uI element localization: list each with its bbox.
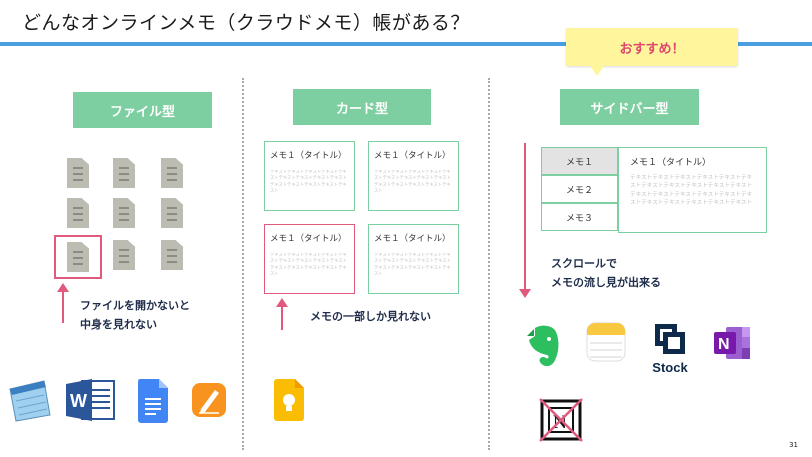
file-type-label: ファイル型 bbox=[73, 92, 212, 128]
card-arrow-up bbox=[276, 298, 288, 330]
stock-logo-mark bbox=[655, 324, 685, 354]
pages-icon bbox=[192, 383, 226, 417]
file-note: ファイルを開かないと 中身を見れない bbox=[80, 296, 190, 334]
word-icon: W bbox=[66, 379, 115, 421]
onenote-icon: N bbox=[714, 327, 750, 359]
memo-card-body: テキストテキストテキストテキストテキストテキストテキストテキストテキストテキスト… bbox=[270, 253, 347, 278]
page-number: 31 bbox=[789, 441, 798, 449]
apple-notes-icon bbox=[586, 322, 626, 362]
memo-card-body: テキストテキストテキストテキストテキストテキストテキストテキストテキストテキスト… bbox=[374, 170, 451, 195]
sidebar-note-line-2: メモの流し見が出来る bbox=[551, 276, 661, 289]
memo-card-body: テキストテキストテキストテキストテキストテキストテキストテキストテキストテキスト… bbox=[374, 253, 451, 278]
column-divider-2 bbox=[488, 78, 490, 450]
memo-card-title: メモ１（タイトル） bbox=[374, 234, 451, 244]
memo-card: メモ１（タイトル） テキストテキストテキストテキストテキストテキストテキストテキ… bbox=[368, 224, 459, 294]
memo-card-title: メモ１（タイトル） bbox=[270, 151, 347, 161]
memo-card-title: メモ１（タイトル） bbox=[270, 234, 347, 244]
card-note: メモの一部しか見れない bbox=[310, 310, 431, 323]
file-icon bbox=[67, 158, 89, 188]
google-docs-icon bbox=[138, 379, 168, 423]
file-arrow-up bbox=[57, 283, 69, 323]
sidebar-note: スクロールで メモの流し見が出来る bbox=[551, 254, 661, 292]
sidebar-pane-body: テキストテキストテキストテキストテキストテキストテキストテキストテキストテキスト… bbox=[630, 175, 753, 207]
sidebar-scroll-arrow-down bbox=[519, 143, 531, 298]
card-type-label: カード型 bbox=[293, 89, 431, 125]
file-icon bbox=[161, 158, 183, 188]
sidebar-pane-title: メモ１（タイトル） bbox=[630, 158, 712, 168]
memo-card: メモ１（タイトル） テキストテキストテキストテキストテキストテキストテキストテキ… bbox=[264, 141, 355, 211]
stock-icon: Stock bbox=[647, 323, 693, 375]
stock-label: Stock bbox=[652, 360, 688, 375]
title-underline bbox=[0, 42, 812, 46]
notepad-icon bbox=[9, 380, 51, 422]
file-note-line-2: 中身を見れない bbox=[80, 318, 157, 331]
memo-card-title: メモ１（タイトル） bbox=[374, 151, 451, 161]
svg-text:W: W bbox=[70, 391, 87, 411]
recommend-callout: おすすめ！ bbox=[566, 28, 738, 66]
file-icon bbox=[113, 158, 135, 188]
memo-card-body: テキストテキストテキストテキストテキストテキストテキストテキストテキストテキスト… bbox=[270, 170, 347, 195]
file-icon bbox=[67, 242, 89, 272]
sidebar-type-label: サイドバー型 bbox=[560, 89, 699, 125]
evernote-icon bbox=[527, 325, 559, 367]
memo-card-highlighted: メモ１（タイトル） テキストテキストテキストテキストテキストテキストテキストテキ… bbox=[264, 224, 355, 294]
sidebar-note-line-1: スクロールで bbox=[551, 257, 617, 270]
slide-title: どんなオンラインメモ（クラウドメモ）帳がある？ bbox=[22, 12, 470, 34]
file-highlight-box bbox=[54, 235, 102, 279]
memo-card: メモ１（タイトル） テキストテキストテキストテキストテキストテキストテキストテキ… bbox=[368, 141, 459, 211]
google-keep-icon bbox=[274, 379, 304, 421]
file-note-line-1: ファイルを開かないと bbox=[80, 299, 190, 312]
sidebar-memo-pane: メモ１（タイトル） テキストテキストテキストテキストテキストテキストテキストテキ… bbox=[618, 147, 767, 233]
file-icon bbox=[67, 198, 89, 228]
notion-crossed-icon: N bbox=[539, 398, 583, 442]
file-icon bbox=[113, 198, 135, 228]
file-icon bbox=[161, 240, 183, 270]
sidebar-memo-item: メモ２ bbox=[541, 175, 618, 203]
svg-text:N: N bbox=[718, 336, 730, 353]
sidebar-memo-item: メモ１ bbox=[541, 147, 618, 175]
column-divider-1 bbox=[242, 78, 244, 450]
recommend-callout-tail bbox=[590, 66, 604, 76]
file-icon bbox=[113, 240, 135, 270]
file-icon bbox=[161, 198, 183, 228]
sidebar-memo-item: メモ３ bbox=[541, 203, 618, 231]
